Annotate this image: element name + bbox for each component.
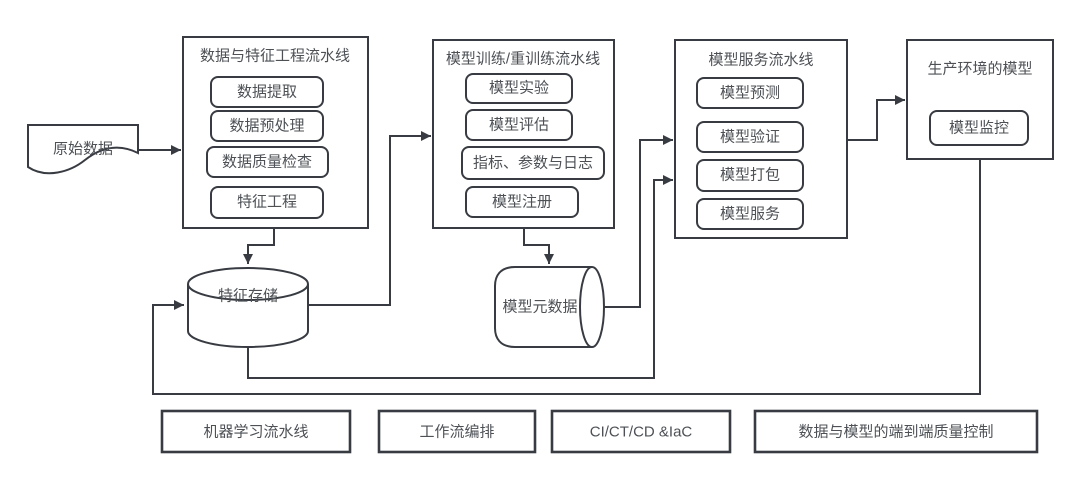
step-data-extraction-label: 数据提取 (237, 84, 297, 101)
step-model-packaging-label: 模型打包 (720, 167, 780, 184)
node-production-model: 生产环境的模型 模型监控 (906, 39, 1054, 160)
step-model-evaluation-box (465, 109, 573, 141)
step-model-monitoring-box (929, 110, 1029, 146)
step-model-serving-box (696, 198, 804, 230)
step-data-extraction-box (210, 76, 324, 108)
model-metadata-label: 模型元数据 (502, 299, 577, 316)
edge-modelmetadata-to-servingpipeline (604, 135, 673, 308)
legend-row: 机器学习流水线 工作流编排 CI/CT/CD &IaC 数据与模型的端到端质量控… (160, 409, 1039, 454)
step-model-prediction-box (696, 77, 804, 109)
model-metadata-cylinder-body (494, 266, 606, 348)
node-training-pipeline: 模型训练/重训练流水线 模型实验 模型评估 指标、参数与日志 模型注册 (432, 39, 615, 229)
step-model-monitoring-label: 模型监控 (949, 120, 1009, 137)
step-data-preprocessing-box (210, 110, 324, 142)
edge-featurestore-to-servingpipeline (247, 175, 673, 379)
step-data-quality-check-box (206, 146, 329, 178)
step-metrics-params-logs-label: 指标、参数与日志 (473, 155, 593, 172)
production-model-title: 生产环境的模型 (927, 60, 1032, 78)
step-model-experiment-label: 模型实验 (489, 80, 549, 97)
feature-store-cylinder-body (187, 266, 309, 349)
model-metadata-cylinder-lip (578, 266, 593, 348)
serving-pipeline-title: 模型服务流水线 (708, 52, 813, 69)
document-shape (27, 124, 139, 175)
feature-store-cylinder-lip (187, 283, 309, 302)
training-pipeline-title: 模型训练/重训练流水线 (446, 51, 600, 68)
step-model-validation-label: 模型验证 (720, 129, 780, 146)
edge-datapipeline-to-featurestore (243, 228, 275, 264)
node-feature-store: 特征存储 (187, 266, 309, 349)
node-data-feature-pipeline: 数据与特征工程流水线 数据提取 数据预处理 数据质量检查 特征工程 (182, 36, 369, 229)
step-data-preprocessing-label: 数据预处理 (229, 118, 304, 135)
node-model-metadata: 模型元数据 (494, 266, 606, 348)
legend-workflow-orchestration-label: 工作流编排 (419, 424, 494, 441)
edge-trainingpipeline-to-modelmetadata (523, 228, 554, 264)
step-model-validation-box (696, 121, 804, 153)
step-model-registry-label: 模型注册 (492, 194, 552, 211)
legend-e2e-quality-control-label: 数据与模型的端到端质量控制 (798, 424, 993, 441)
edge-servingpipeline-to-production (847, 95, 905, 141)
step-model-prediction-label: 模型预测 (720, 85, 780, 102)
edge-production-feedback-to-featurestore (152, 159, 981, 395)
step-metrics-params-logs-box (461, 146, 605, 180)
step-model-registry-box (465, 186, 579, 218)
legend-ml-pipeline-label: 机器学习流水线 (203, 424, 308, 441)
legend-workflow-orchestration-box (377, 409, 537, 454)
step-feature-engineering-label: 特征工程 (237, 194, 297, 211)
node-serving-pipeline: 模型服务流水线 模型预测 模型验证 模型打包 模型服务 (674, 39, 848, 239)
step-model-packaging-box (696, 159, 804, 192)
legend-ml-pipeline-box (160, 409, 352, 454)
raw-data-label: 原始数据 (53, 141, 113, 158)
step-model-serving-label: 模型服务 (720, 206, 780, 223)
connectors (138, 95, 981, 395)
node-raw-data: 原始数据 (27, 124, 139, 175)
step-model-evaluation-label: 模型评估 (489, 117, 549, 134)
legend-ci-ct-cd-iac-box (550, 409, 732, 454)
legend-e2e-quality-control-box (753, 409, 1039, 454)
step-model-experiment-box (465, 73, 573, 104)
data-feature-pipeline-title: 数据与特征工程流水线 (200, 48, 350, 65)
step-feature-engineering-box (210, 186, 324, 219)
edge-featurestore-to-trainingpipeline (308, 131, 431, 306)
legend-ci-ct-cd-iac-label: CI/CT/CD &IaC (590, 424, 693, 441)
step-data-quality-check-label: 数据质量检查 (222, 154, 312, 171)
feature-store-label: 特征存储 (218, 288, 278, 305)
